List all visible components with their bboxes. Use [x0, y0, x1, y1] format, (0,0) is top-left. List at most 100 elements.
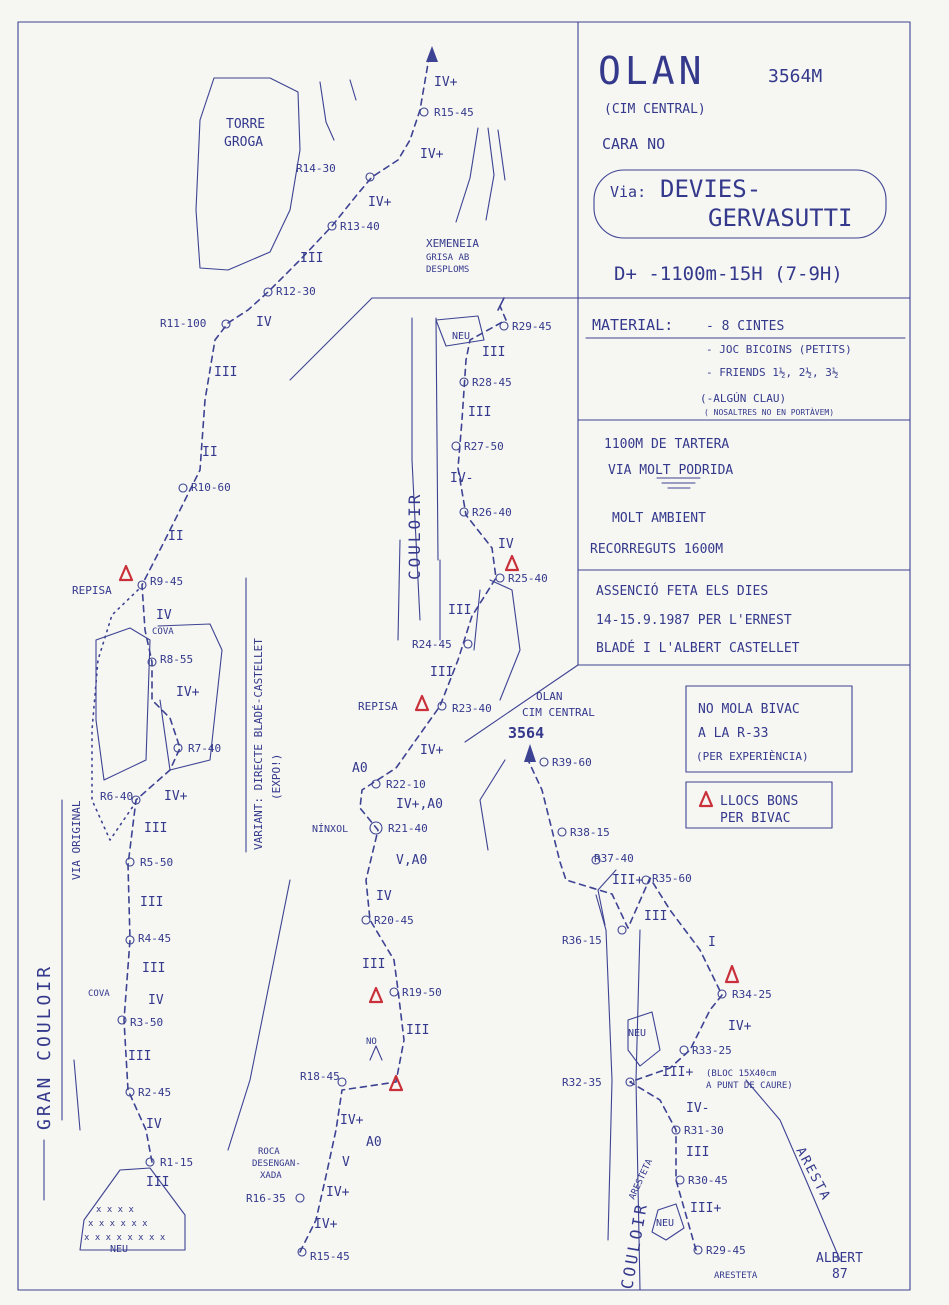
- label-desenganxada: DESENGAN-: [252, 1159, 301, 1169]
- grade-info: D+ -1100m-15H (7-9H): [614, 263, 843, 285]
- label-ninxol: NÍNXOL: [312, 822, 348, 835]
- belay-r30: R30-45: [688, 1174, 728, 1187]
- title-altitude: 3564M: [768, 66, 822, 87]
- grade-label: III: [144, 821, 167, 836]
- legend-1: LLOCS BONS: [720, 794, 798, 809]
- label-neu-couloir: NEU: [452, 331, 470, 342]
- belay-r14: R14-30: [296, 162, 336, 175]
- belay-r7: R7-40: [188, 742, 221, 755]
- belay-r35: R35-60: [652, 872, 692, 885]
- route-line1: DEVIES-: [660, 175, 761, 203]
- grade-label: IV: [148, 993, 164, 1008]
- belay-r15-lower: R15-45: [310, 1250, 350, 1263]
- ascent-3: BLADÉ I L'ALBERT CASTELLET: [596, 640, 800, 656]
- svg-text:x x x x: x x x x: [96, 1205, 135, 1215]
- grade-label: IV+,A0: [396, 797, 443, 812]
- grade-label: III+: [662, 1065, 693, 1080]
- grade-label: III: [468, 405, 491, 420]
- label-couloir-centre: COULOIR: [405, 492, 424, 580]
- bivac-markers: [118, 554, 740, 1092]
- bivac-triangle-icon: [118, 564, 134, 582]
- belay-r28: R28-45: [472, 376, 512, 389]
- label-gran-couloir: GRAN COULOIR: [34, 964, 55, 1130]
- grade-label: V,A0: [396, 853, 427, 868]
- belay-r18: R18-45: [300, 1070, 340, 1083]
- bivac-triangle-icon: [388, 1074, 404, 1092]
- title-name: OLAN: [598, 49, 706, 93]
- grade-label: I: [708, 935, 716, 950]
- label-couloir-right: COULOIR: [617, 1200, 651, 1290]
- grade-label: III: [482, 345, 505, 360]
- belay-r23: R23-40: [452, 702, 492, 715]
- grade-label: III: [140, 895, 163, 910]
- belay-r32: R32-35: [562, 1076, 602, 1089]
- label-roca: ROCA: [258, 1147, 280, 1157]
- label-neu-right: NEU: [628, 1028, 646, 1039]
- label-cim-central: CIM CENTRAL: [522, 706, 595, 719]
- grade-label: II: [202, 445, 218, 460]
- grade-label: III: [430, 665, 453, 680]
- material-item-2: - JOC BICOINS (PETITS): [706, 343, 852, 356]
- label-bloc-1: (BLOC 15X40cm: [706, 1069, 776, 1079]
- bivac-triangle-icon: [414, 694, 430, 712]
- belay-r8: R8-55: [160, 653, 193, 666]
- label-neu-bottom: NEU: [656, 1218, 674, 1229]
- legend-2: PER BIVAC: [720, 811, 790, 826]
- label-grisa: GRISA AB: [426, 253, 469, 263]
- label-bloc-2: A PUNT DE CAURE): [706, 1081, 793, 1091]
- belay-r39: R39-60: [552, 756, 592, 769]
- belay-r22: R22-10: [386, 778, 426, 791]
- grade-label: IV+: [368, 195, 392, 210]
- summit-peak-icon: [524, 744, 536, 762]
- bivac-triangle-icon: [698, 790, 714, 808]
- grade-label: III: [300, 251, 323, 266]
- grade-label: III: [362, 957, 385, 972]
- material-subnote: ( NOSALTRES NO EN PORTÀVEM): [704, 406, 834, 417]
- grade-label: IV: [156, 608, 172, 623]
- label-variant-expo: (EXPO!): [270, 754, 283, 800]
- belay-r31: R31-30: [684, 1124, 724, 1137]
- belay-r2: R2-45: [138, 1086, 171, 1099]
- belay-r26: R26-40: [472, 506, 512, 519]
- bivac-triangle-icon: [724, 964, 740, 984]
- label-variant: VARIANT: DIRECTE BLADÉ-CASTELLET: [252, 638, 265, 850]
- material-note: (-ALGÚN CLAU): [700, 392, 786, 405]
- note-1: 1100M DE TARTERA: [604, 437, 729, 452]
- grade-label: IV-: [450, 471, 473, 486]
- snow-crosses: x x x x x x x x x x x x x x x x x x: [84, 1205, 166, 1243]
- label-aresteta-bottom: ARESTETA: [714, 1271, 758, 1281]
- ascent-1: ASSENCIÓ FETA ELS DIES: [596, 583, 768, 599]
- note-4: RECORREGUTS 1600M: [590, 542, 723, 557]
- grade-label: IV-: [686, 1101, 709, 1116]
- bivac-triangle-icon: [368, 986, 384, 1004]
- material-item-1: - 8 CINTES: [706, 319, 784, 334]
- label-aresteta-side: ARESTETA: [628, 1157, 656, 1201]
- author-year: 87: [832, 1267, 848, 1282]
- ascent-2: 14-15.9.1987 PER L'ERNEST: [596, 613, 792, 628]
- grade-label: III: [644, 909, 667, 924]
- grade-label: III: [146, 1175, 169, 1190]
- grade-label: V: [342, 1155, 350, 1170]
- grade-label: IV+: [176, 685, 200, 700]
- grade-label: IV+: [340, 1113, 364, 1128]
- belay-r4: R4-45: [138, 932, 171, 945]
- belay-r24: R24-45: [412, 638, 452, 651]
- author-name: ALBERT: [816, 1251, 863, 1266]
- route-lines: [91, 51, 723, 1253]
- belay-r10: R10-60: [191, 481, 231, 494]
- belay-circles: [117, 107, 727, 1257]
- grade-label: IV+: [314, 1217, 338, 1232]
- belay-r33: R33-25: [692, 1044, 732, 1057]
- belay-r19: R19-50: [402, 986, 442, 999]
- svg-text:x x x x x x: x x x x x x: [88, 1219, 148, 1229]
- belay-r27: R27-50: [464, 440, 504, 453]
- grade-label: IV+: [164, 789, 188, 804]
- material-item-3: - FRIENDS 1½, 2½, 3½: [706, 366, 838, 379]
- belay-r16: R16-35: [246, 1192, 286, 1205]
- bivac-warn-2: A LA R-33: [698, 726, 768, 741]
- belay-r20: R20-45: [374, 914, 414, 927]
- grade-label: IV+: [420, 743, 444, 758]
- grade-label: III: [142, 961, 165, 976]
- belay-r25: R25-40: [508, 572, 548, 585]
